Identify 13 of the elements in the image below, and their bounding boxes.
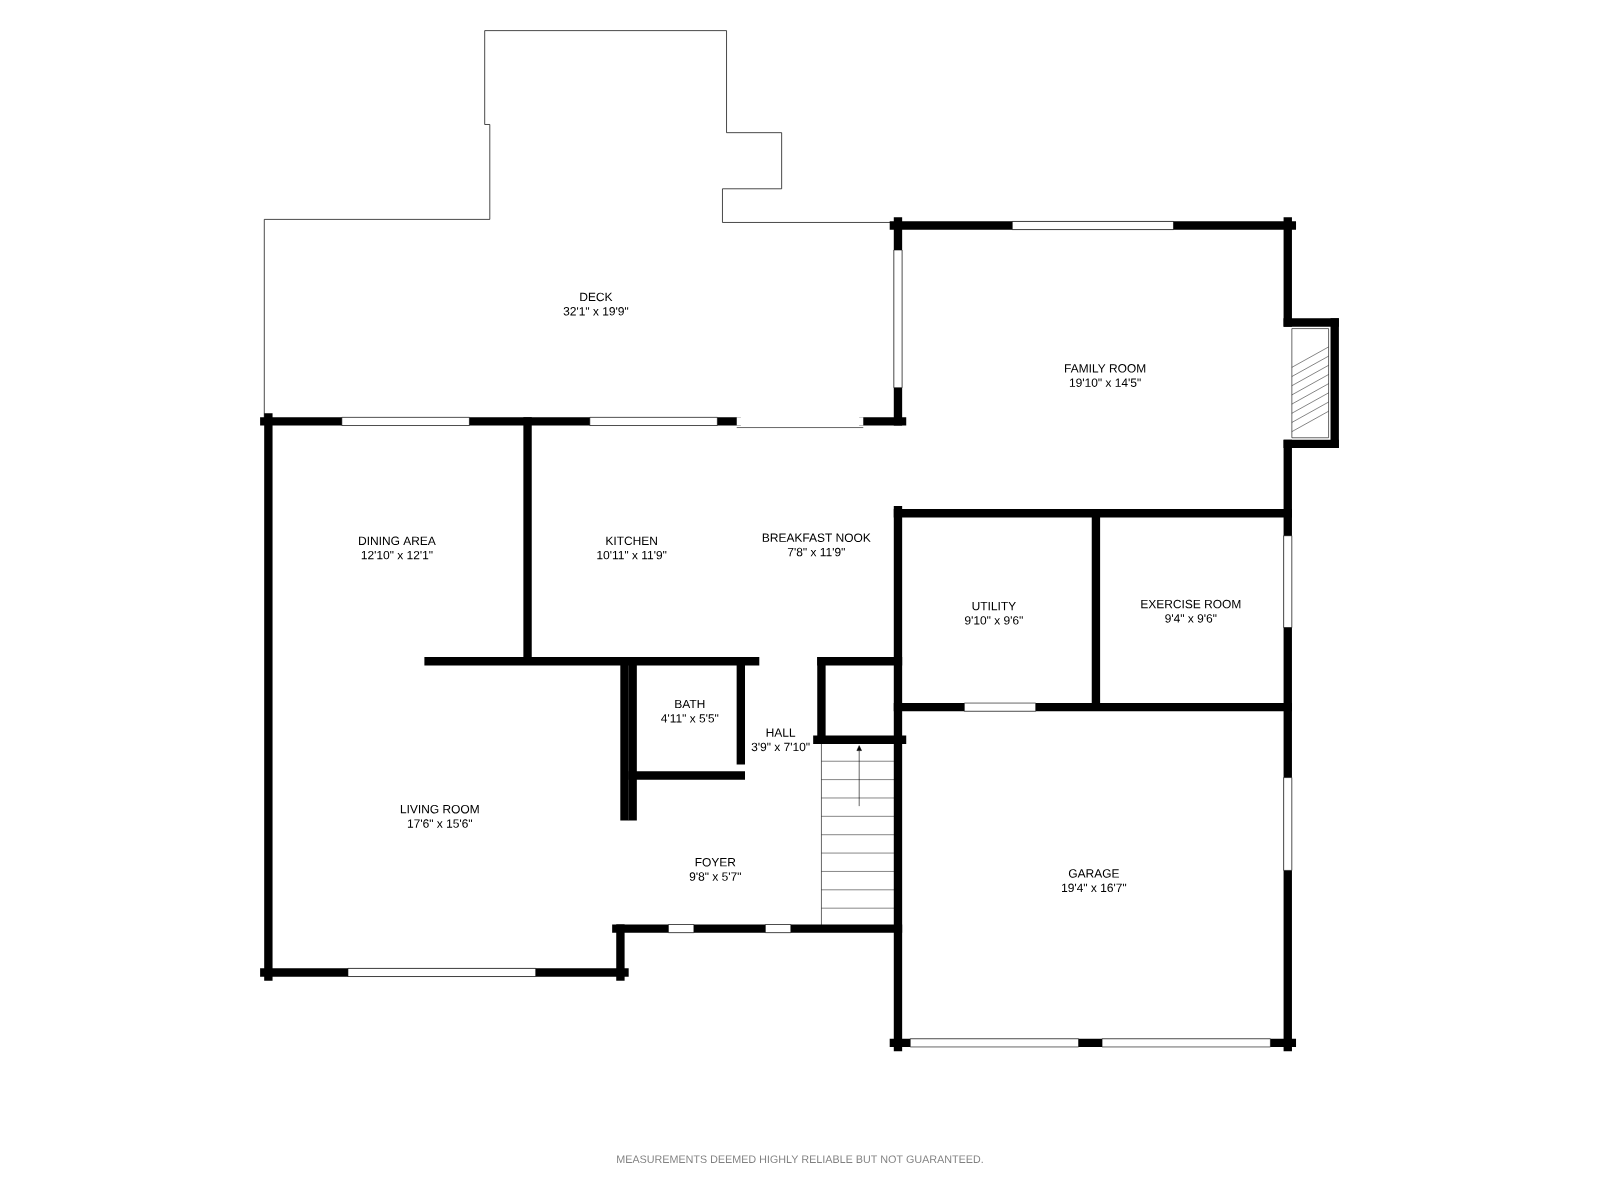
room-label: HALL 3'9" x 7'10": [751, 728, 810, 752]
room-label: FAMILY ROOM 19'10" x 14'5": [1065, 364, 1146, 387]
room-label: LIVING ROOM 17'6" x 15'6": [400, 804, 479, 828]
room-label: DINING AREA 12'10" x 12'1": [359, 536, 436, 560]
room-label: GARAGE 19'4" x 16'7": [1062, 869, 1127, 892]
room-label: KITCHEN 10'11" x 11'9": [597, 536, 667, 560]
room-label: FOYER 9'8" x 5'7": [689, 858, 741, 881]
room-label: UTILITY 9'10" x 9'6": [965, 601, 1023, 625]
room-label: EXERCISE ROOM 9'4" x 9'6": [1141, 599, 1241, 623]
room-label: BREAKFAST NOOK 7'8" x 11'9": [762, 533, 871, 557]
room-label: DECK 32'1" x 19'9": [563, 292, 629, 316]
room-label: BATH 4'11" x 5'5": [661, 699, 719, 723]
disclaimer-note: MEASUREMENTS DEEMED HIGHLY RELIABLE BUT NOT GUARANTEED.: [617, 1155, 983, 1163]
